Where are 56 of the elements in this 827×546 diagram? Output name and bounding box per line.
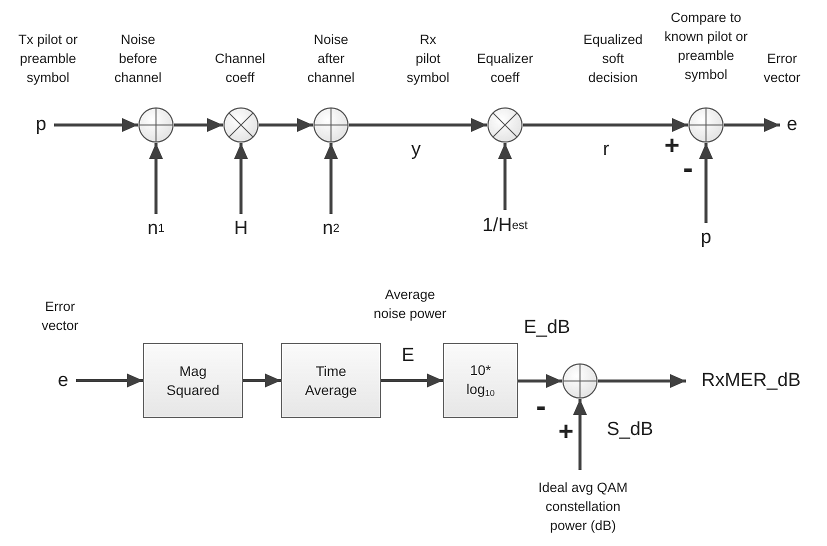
annotation-text: Tx pilot or preamble symbol xyxy=(17,31,79,87)
annotation-text: Noise after channel xyxy=(306,31,356,87)
sign-label: + xyxy=(557,418,575,444)
block-label: Time Average xyxy=(304,362,358,400)
summing-junction xyxy=(688,107,724,143)
annotation-text: S_dB xyxy=(606,420,654,439)
block-label: 10* log$_{10}$ xyxy=(465,361,496,400)
signal-label: H xyxy=(228,214,254,244)
edge-label: E xyxy=(400,346,416,367)
annotation-text: Error vector xyxy=(40,298,80,335)
annotation-text: Equalizer coeff xyxy=(476,50,534,87)
multiplier-junction xyxy=(487,107,523,143)
annotation-text: Equalized soft decision xyxy=(582,31,644,87)
input-caption: Ideal avg QAM constellation power (dB) xyxy=(532,470,634,542)
edge-label: y xyxy=(410,140,422,161)
annotation-text: Noise before channel xyxy=(113,31,163,87)
signal-label: e xyxy=(780,112,804,138)
arrow xyxy=(518,374,562,388)
process-box xyxy=(281,343,381,418)
annotation-text: Average noise power xyxy=(372,286,448,323)
arrow xyxy=(498,143,512,210)
summing-junction xyxy=(138,107,174,143)
signal-label: RxMER_dB xyxy=(686,366,816,396)
signal-label: e xyxy=(50,368,76,394)
sign-label: - xyxy=(535,392,547,422)
arrow xyxy=(259,118,313,132)
process-box xyxy=(443,343,518,418)
arrow xyxy=(381,374,443,388)
signal-label: p xyxy=(28,112,54,138)
sign-label: - xyxy=(682,154,694,184)
arrow xyxy=(174,118,223,132)
multiplier-junction xyxy=(223,107,259,143)
arrow xyxy=(243,374,281,388)
summing-junction xyxy=(313,107,349,143)
arrow xyxy=(598,374,686,388)
sign-label: + xyxy=(663,132,681,158)
block-label: Mag Squared xyxy=(166,362,220,400)
arrow xyxy=(234,143,248,214)
arrow xyxy=(54,118,138,132)
annotation-text: E_dB xyxy=(522,318,572,337)
arrow xyxy=(76,374,143,388)
arrow xyxy=(699,143,713,223)
annotation-text: Error vector xyxy=(762,50,802,87)
arrow xyxy=(149,143,163,214)
annotation-text: Channel coeff xyxy=(214,50,266,87)
annotation-text: Rx pilot symbol xyxy=(406,31,450,87)
arrow xyxy=(349,118,487,132)
annotation-text: Compare to known pilot or preamble symbol xyxy=(664,9,748,84)
arrow xyxy=(724,118,780,132)
summing-junction xyxy=(562,363,598,399)
process-box xyxy=(143,343,243,418)
arrow xyxy=(523,118,688,132)
arrow xyxy=(324,143,338,214)
arrow xyxy=(573,399,587,470)
signal-label: p xyxy=(692,223,720,253)
edge-label: r xyxy=(602,140,610,161)
